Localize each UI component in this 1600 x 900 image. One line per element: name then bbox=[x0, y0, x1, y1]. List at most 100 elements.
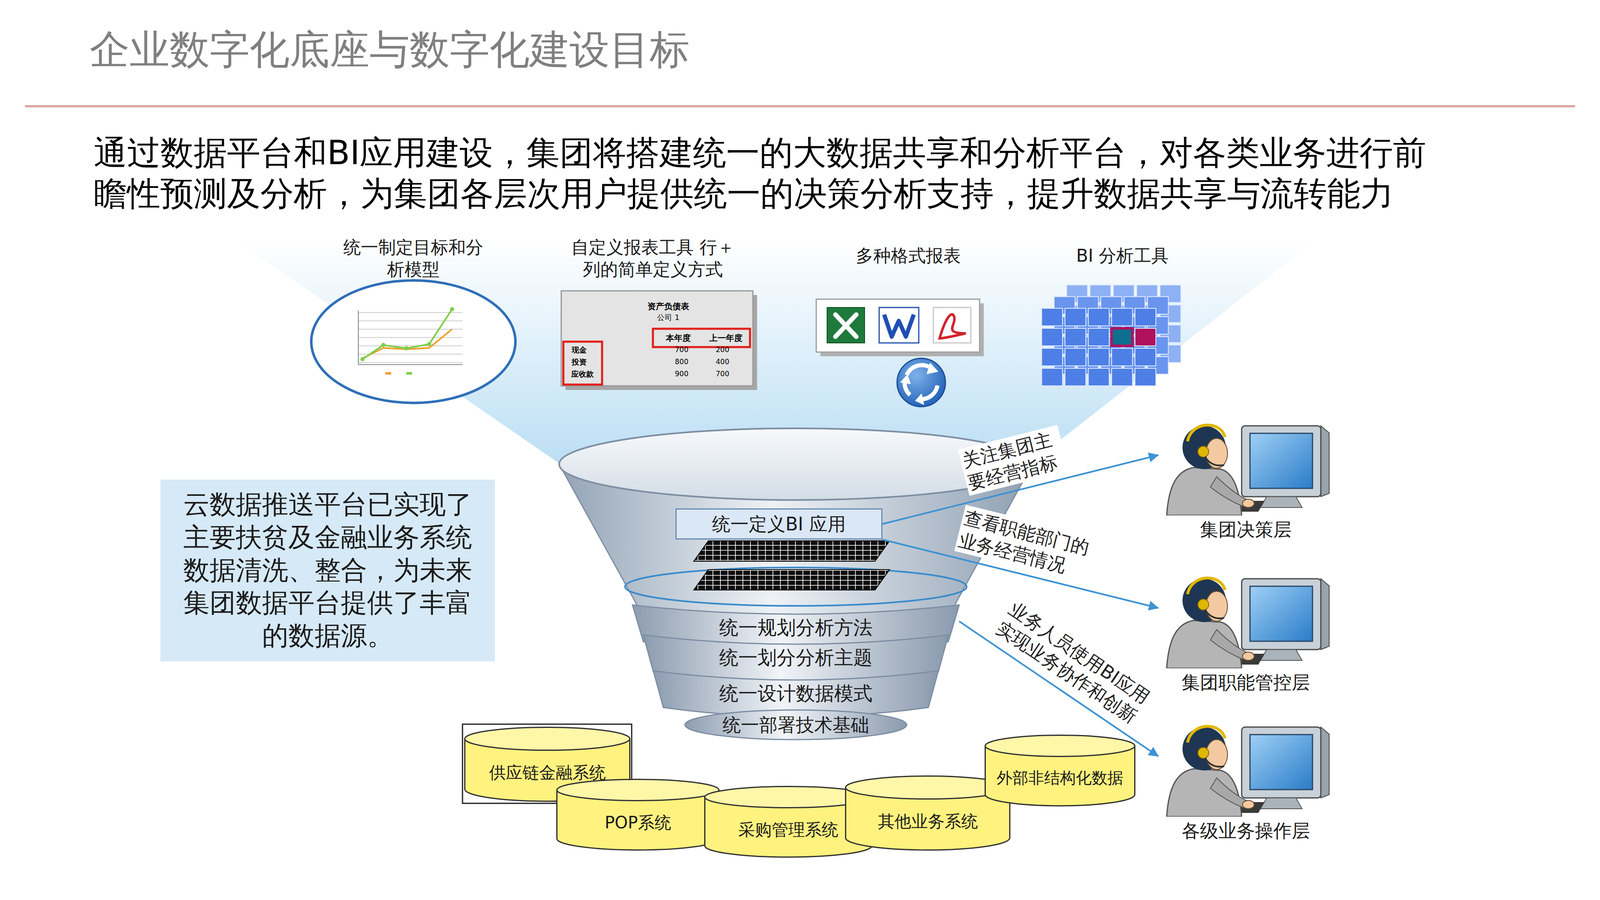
table-header: 上一年度 bbox=[709, 333, 743, 343]
user-figure: 集团职能管控层 bbox=[1158, 571, 1334, 694]
cylinder-top bbox=[985, 735, 1135, 757]
person-part bbox=[1197, 599, 1209, 610]
olap-cube-icon-part bbox=[1041, 308, 1063, 326]
format-icons-part bbox=[926, 362, 939, 375]
node-label: 统一规划分析方法 bbox=[719, 615, 873, 640]
chart-icon-part-part bbox=[358, 320, 463, 322]
table-row-name: 现金 bbox=[571, 345, 587, 355]
person-part bbox=[1241, 727, 1321, 798]
funnel-bowl-part bbox=[693, 540, 890, 562]
person-part bbox=[1197, 747, 1209, 759]
table-subtitle-box: 公司 1 bbox=[657, 313, 680, 323]
chart-icon-part-part bbox=[427, 342, 432, 347]
report-table-icon-part bbox=[561, 290, 753, 386]
edge-label-box: 业务人员使用BI应用实现业务协作和创新 bbox=[990, 595, 1161, 733]
funnel-bowl-part bbox=[625, 567, 967, 606]
tool-caption: BI 分析工具 bbox=[1060, 245, 1185, 268]
edge-label-box: 查看职能部门的业务经营情况 bbox=[954, 505, 1101, 585]
table-row-name: 投资 bbox=[571, 357, 587, 367]
tool-caption: 统一制定目标和分析模型 bbox=[340, 236, 487, 281]
header-rule bbox=[25, 106, 1575, 107]
table-cell-box: 900 bbox=[675, 370, 689, 379]
chart-icon-part bbox=[406, 372, 413, 375]
chart-icon-part-part bbox=[450, 307, 455, 312]
tool-label: BI 分析工具 bbox=[1060, 245, 1185, 268]
olap-cube-icon-part bbox=[1135, 308, 1156, 326]
band-shape bbox=[643, 635, 949, 681]
olap-cube-icon-part bbox=[1041, 368, 1063, 386]
olap-cube-icon-part bbox=[1135, 368, 1156, 386]
table-cell: 200 bbox=[715, 345, 730, 355]
person-part bbox=[1205, 739, 1228, 770]
person-part bbox=[1320, 727, 1330, 798]
table-cell: 900 bbox=[675, 370, 689, 379]
funnel-bowl-part bbox=[693, 569, 890, 590]
chart-icon-part bbox=[362, 329, 453, 359]
olap-cube-icon-part bbox=[1065, 348, 1086, 366]
olap-cube-icon-part bbox=[1111, 308, 1133, 326]
table-subtitle: 公司 1 bbox=[657, 313, 680, 323]
table-cell-box: 200 bbox=[715, 345, 730, 355]
data-source-cylinder: 外部非结构化数据 bbox=[984, 734, 1136, 806]
tool-caption: 自定义报表工具 行＋列的简单定义方式 bbox=[548, 236, 758, 281]
intro-text: 通过数据平台和BI应用建设，集团将搭建统一的大数据共享和分析平台，对各类业务进行… bbox=[93, 132, 1453, 214]
chart-icon-part-part bbox=[360, 357, 365, 362]
format-icons-part bbox=[897, 358, 946, 407]
funnel-base: 统一部署技术基础 bbox=[684, 709, 908, 741]
format-icons-part bbox=[827, 307, 865, 343]
olap-cube-icon-part bbox=[1135, 348, 1156, 366]
chart-icon-part bbox=[360, 307, 455, 362]
olap-cube-icon-part bbox=[1041, 348, 1063, 366]
person-part bbox=[1260, 797, 1303, 809]
chart-icon-part bbox=[311, 280, 516, 403]
person-part bbox=[1242, 800, 1255, 809]
page-title: 企业数字化底座与数字化建设目标 bbox=[89, 23, 690, 78]
node-label: 统一设计数据模式 bbox=[719, 681, 873, 706]
person-part bbox=[1197, 446, 1209, 458]
olap-cube-icon-part bbox=[1135, 328, 1156, 346]
person-part bbox=[1205, 438, 1228, 469]
format-icons-part bbox=[835, 314, 857, 337]
table-cell-box: 400 bbox=[715, 357, 730, 367]
format-icons-part bbox=[816, 299, 980, 353]
chart-icon-part-part bbox=[358, 353, 463, 355]
person-part bbox=[1187, 425, 1225, 442]
table-title-box: 资产负债表 bbox=[647, 301, 690, 312]
table-row-name-box: 现金 bbox=[571, 345, 587, 355]
header-rule-part bbox=[25, 105, 1575, 108]
edge-label: 业务人员使用BI应用实现业务协作和创新 bbox=[990, 595, 1161, 733]
olap-cube-icon-part bbox=[1111, 348, 1133, 366]
edge-label: 查看职能部门的业务经营情况 bbox=[954, 505, 1101, 585]
node-label: 其他业务系统 bbox=[877, 810, 978, 832]
chart-icon-part bbox=[358, 364, 463, 365]
chart-icon-part-part bbox=[358, 312, 463, 313]
table-cell-box: 800 bbox=[675, 357, 689, 367]
person-part bbox=[1205, 757, 1225, 767]
person-part bbox=[1242, 652, 1255, 661]
tool-label: 统一制定目标和分析模型 bbox=[340, 236, 487, 281]
table-cell: 700 bbox=[675, 345, 689, 355]
format-icons-part bbox=[933, 307, 971, 343]
chart-icon-part-part bbox=[381, 342, 386, 348]
olap-cube-icon-part bbox=[1065, 328, 1086, 346]
format-icons-part bbox=[900, 374, 911, 385]
node-label: 供应链金融系统 bbox=[489, 762, 606, 783]
report-table-icon bbox=[561, 290, 758, 390]
role-label: 各级业务操作层 bbox=[1158, 819, 1334, 843]
node-label: 云数据推送平台已实现了主要扶贫及金融业务系统数据清洗、整合，为未来集团数据平台提… bbox=[177, 488, 479, 653]
node-label: 统一划分分析主题 bbox=[719, 645, 873, 670]
person-part bbox=[1205, 456, 1225, 466]
table-row-name-box: 投资 bbox=[571, 357, 587, 367]
user-figure: 集团决策层 bbox=[1158, 418, 1334, 541]
chart-icon-part bbox=[362, 309, 453, 360]
report-table-icon-part bbox=[563, 341, 603, 385]
intro-text-box: 通过数据平台和BI应用建设，集团将搭建统一的大数据共享和分析平台，对各类业务进行… bbox=[93, 132, 1453, 214]
olap-cube-icon-part bbox=[1111, 328, 1133, 346]
format-icons-part bbox=[884, 314, 914, 337]
olap-cube-icon-part bbox=[1088, 348, 1110, 366]
table-cell: 700 bbox=[715, 370, 730, 379]
person-part bbox=[1205, 591, 1228, 622]
person-figure bbox=[1158, 719, 1334, 817]
chart-icon-part bbox=[357, 310, 359, 365]
role-label: 集团决策层 bbox=[1158, 517, 1334, 541]
